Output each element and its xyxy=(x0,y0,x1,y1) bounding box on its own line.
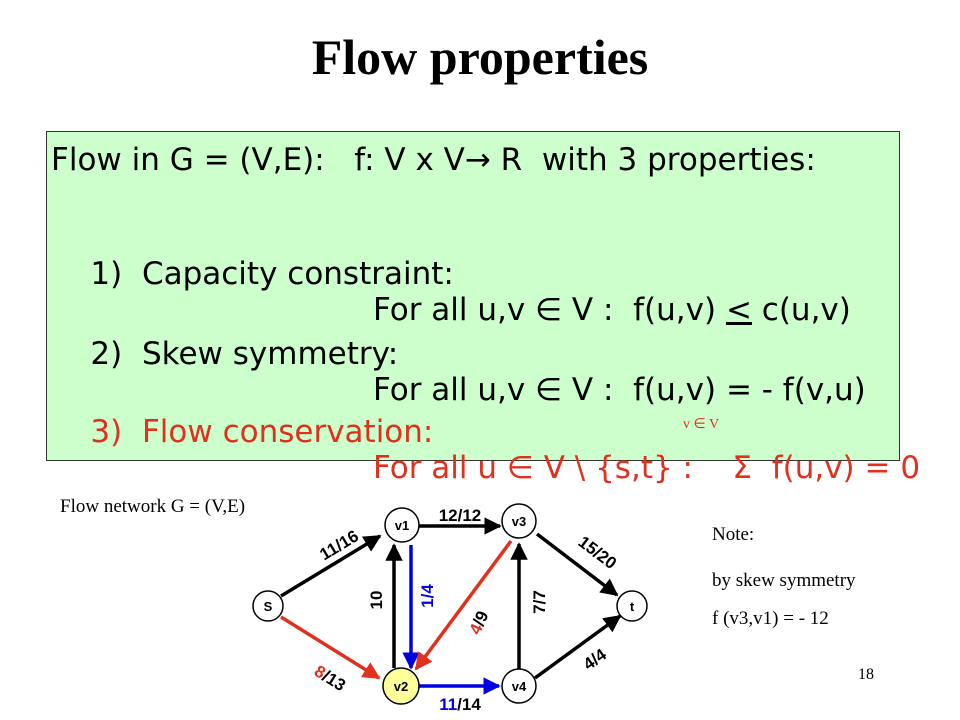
label-v1-v3: 12/12 xyxy=(439,506,482,525)
label-s-v2: 8/13 xyxy=(311,662,349,696)
node-t-label: t xyxy=(630,599,635,614)
label-v4-t: 4/4 xyxy=(580,645,611,674)
node-v4-label: v4 xyxy=(512,679,527,694)
edge-s-v1 xyxy=(280,534,382,598)
node-v1: v1 xyxy=(384,507,420,543)
property-flow-conservation: 3) Flow conservation: For all u ∈ V \ {s… xyxy=(51,378,920,522)
edge-v4-t xyxy=(533,614,622,680)
node-v4: v4 xyxy=(501,668,537,704)
less-equal-symbol: < xyxy=(725,292,752,328)
label-v2-v4: 11/14 xyxy=(439,695,481,714)
label-v4-v3: 7/7 xyxy=(530,590,549,614)
node-v2: v2 xyxy=(382,667,420,705)
edge-v3-v2 xyxy=(414,539,513,671)
note-line-1: by skew symmetry xyxy=(712,570,856,591)
edge-s-v2 xyxy=(280,615,381,680)
label-v2-v1: 10 xyxy=(367,591,386,610)
node-s: S xyxy=(252,590,284,622)
page-number: 18 xyxy=(858,666,874,683)
conservation-label: 3) Flow conservation: xyxy=(90,414,434,450)
note-heading: Note: xyxy=(712,524,755,545)
node-t: t xyxy=(616,590,648,622)
note-line-2: f (v3,v1) = - 12 xyxy=(712,608,829,629)
property-capacity: 1) Capacity constraint: For all u,v ∈ V … xyxy=(51,220,850,364)
property-skew-symmetry: 2) Skew symmetry: For all u,v ∈ V : f(u,… xyxy=(51,300,865,444)
label-v2-v4-flow: 11 xyxy=(439,695,457,714)
sum-subscript: v ∈ V xyxy=(683,417,720,432)
flow-definition-line: Flow in G = (V,E): f: V x V→ R with 3 pr… xyxy=(51,142,816,178)
graph-caption: Flow network G = (V,E) xyxy=(60,496,246,517)
edge-v3-t xyxy=(535,532,619,597)
properties-box: Flow in G = (V,E): f: V x V→ R with 3 pr… xyxy=(46,131,920,486)
label-v1-v2: 1/4 xyxy=(418,584,437,608)
node-v2-label: v2 xyxy=(394,679,408,694)
capacity-formula: For all u,v ∈ V : f(u,v) < c(u,v) xyxy=(373,292,851,328)
capacity-label: 1) Capacity constraint: xyxy=(90,256,454,292)
label-s-v1: 11/16 xyxy=(316,526,361,564)
slide-title: Flow properties xyxy=(311,29,649,85)
skew-formula: For all u,v ∈ V : f(u,v) = - f(v,u) xyxy=(373,372,866,408)
node-v3-label: v3 xyxy=(512,514,526,529)
node-v3: v3 xyxy=(501,503,537,539)
conservation-formula: For all u ∈ V \ {s,t} : Σ f(u,v) = 0 xyxy=(373,450,921,486)
label-v3-v2-cap: /9 xyxy=(469,608,492,629)
node-v1-label: v1 xyxy=(395,518,409,533)
label-v2-v4-cap: /14 xyxy=(457,695,481,714)
label-v3-v2: 4/9 xyxy=(465,608,492,637)
skew-label: 2) Skew symmetry: xyxy=(90,336,399,372)
node-s-label: S xyxy=(264,599,273,614)
